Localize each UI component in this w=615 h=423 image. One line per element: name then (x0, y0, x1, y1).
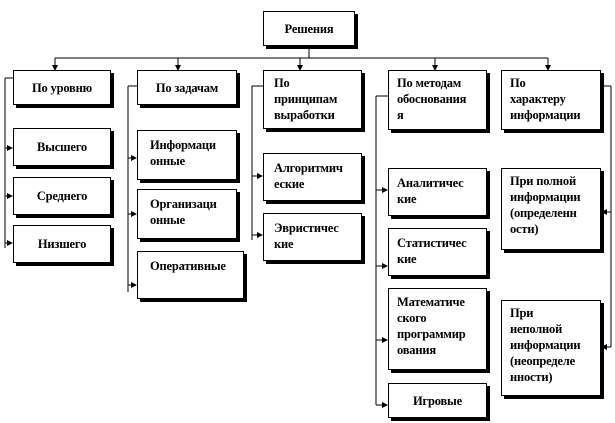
item-label: Аналитичес кие (397, 176, 464, 206)
item-level-low: Низшего (13, 225, 111, 263)
item-label: Оперативные (150, 259, 226, 273)
category-info: По характеру информации (501, 70, 601, 130)
item-info-complete: При полной информации (определенн ости) (501, 168, 601, 250)
item-methods-statistical: Статистичес кие (388, 228, 487, 276)
item-methods-analytical: Аналитичес кие (388, 168, 487, 216)
category-methods: По методам обоснования я (388, 70, 487, 130)
category-label: По принципам выработки (274, 76, 338, 122)
item-info-incomplete: При неполной информации (неопределе ннос… (501, 300, 601, 396)
item-label: При полной информации (определенн ости) (510, 174, 581, 236)
item-methods-game: Игровые (388, 383, 487, 418)
item-label: Алгоритмич еские (274, 161, 343, 191)
root-label: Решения (284, 21, 334, 36)
item-label: Статистичес кие (397, 236, 467, 266)
item-label: Организаци онные (150, 197, 217, 227)
item-label: Эвристичес кие (274, 221, 339, 251)
item-tasks-organizational: Организаци онные (137, 189, 237, 239)
item-tasks-operational: Оперативные (137, 251, 244, 299)
item-label: При неполной информации (неопределе ннос… (510, 306, 581, 384)
category-label: По уровню (32, 80, 92, 95)
item-principles-heuristic: Эвристичес кие (263, 213, 362, 261)
item-label: Математиче ского программир ования (397, 295, 466, 357)
category-principles: По принципам выработки (263, 70, 362, 129)
item-label: Высшего (37, 140, 87, 154)
item-label: Среднего (36, 189, 88, 203)
item-principles-algorithmic: Алгоритмич еские (263, 153, 362, 201)
category-label: По характеру информации (510, 76, 581, 122)
item-label: Низшего (37, 237, 87, 251)
item-level-middle: Среднего (13, 177, 111, 215)
category-label: По методам обоснования я (397, 76, 467, 122)
item-methods-math-programming: Математиче ского программир ования (388, 288, 487, 370)
category-level: По уровню (13, 70, 111, 105)
root-box: Решения (263, 11, 355, 46)
category-tasks: По задачам (137, 70, 237, 105)
item-label: Информаци онные (150, 138, 216, 168)
item-level-high: Высшего (13, 128, 111, 166)
item-tasks-informational: Информаци онные (137, 130, 237, 180)
item-label: Игровые (413, 393, 462, 408)
category-label: По задачам (155, 80, 219, 95)
